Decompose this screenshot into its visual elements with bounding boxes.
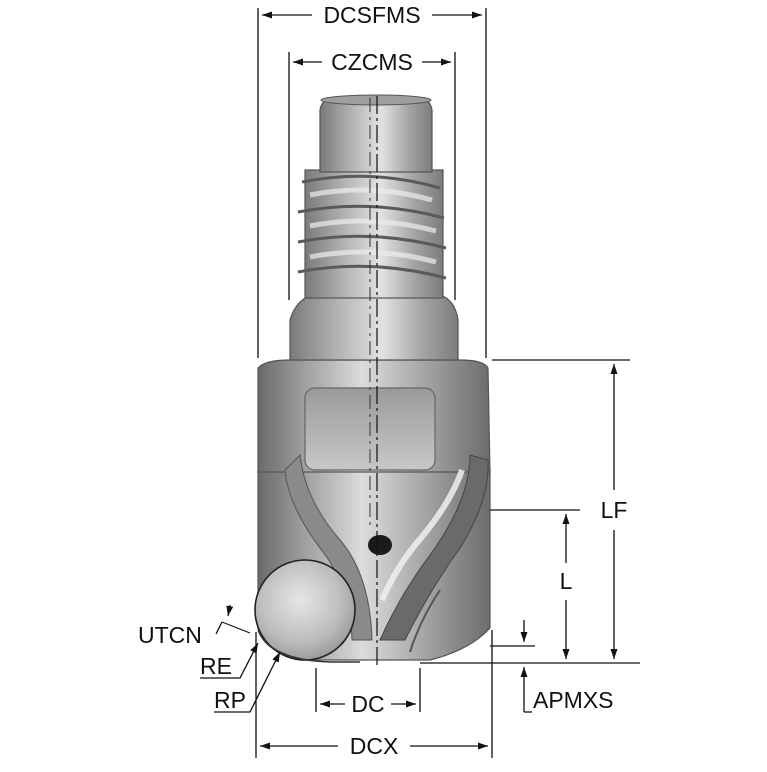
dim-lf: LF: [601, 364, 628, 659]
dim-dcx: DCX: [260, 733, 488, 759]
thread-highlights: [309, 187, 437, 265]
dim-utcn: UTCN: [138, 604, 251, 648]
label-dcsfms: DCSFMS: [323, 2, 420, 28]
label-utcn: UTCN: [138, 622, 202, 648]
dim-re: RE: [200, 642, 259, 679]
thread-ridges: [297, 174, 447, 280]
label-re: RE: [200, 653, 232, 679]
dim-dc: DC: [320, 691, 416, 717]
pilot-top-face: [320, 94, 432, 106]
label-l: L: [560, 568, 573, 594]
label-czcms: CZCMS: [331, 49, 413, 75]
pilot-cylinder: [319, 97, 433, 173]
dim-rp: RP: [214, 651, 281, 713]
label-dc: DC: [351, 691, 384, 717]
shank-shoulder: [289, 294, 459, 361]
dim-czcms: CZCMS: [293, 49, 451, 75]
label-lf: LF: [601, 497, 628, 523]
dim-dcsfms: DCSFMS: [262, 2, 482, 28]
coolant-hole: [368, 535, 392, 555]
cutting-edge: [257, 629, 360, 663]
dim-l: L: [560, 514, 573, 659]
label-apmxs: APMXS: [533, 687, 614, 713]
label-dcx: DCX: [350, 733, 399, 759]
label-rp: RP: [214, 687, 246, 713]
dim-apmxs: APMXS: [520, 620, 614, 713]
